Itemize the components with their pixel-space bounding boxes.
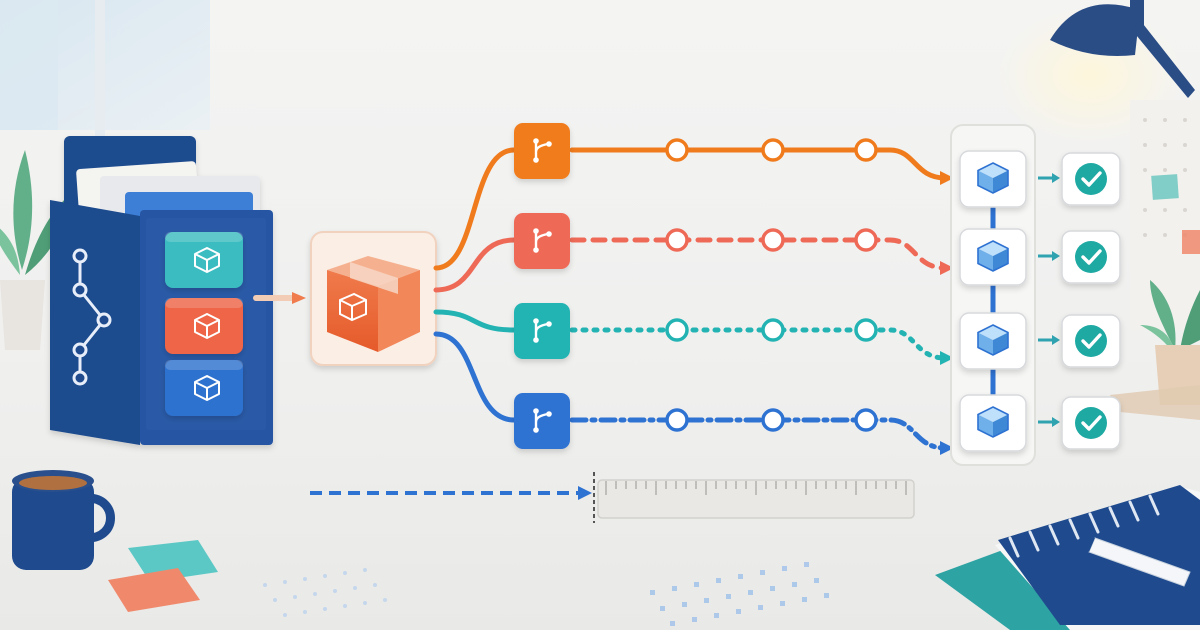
checkpoint-node [854, 318, 878, 342]
branch-pipeline-2 [433, 213, 954, 293]
cube-icon [977, 240, 1009, 272]
status-check-4 [1038, 396, 1121, 450]
status-check-2 [1038, 230, 1121, 284]
git-branch-icon [72, 248, 112, 386]
git-branch-icon [514, 393, 570, 449]
deployment-target-2 [959, 228, 1027, 286]
checkpoint-node [854, 408, 878, 432]
cube-icon [977, 162, 1009, 194]
check-icon [1075, 241, 1107, 273]
red-module [165, 298, 243, 354]
status-check-3 [1038, 314, 1121, 368]
dot-pattern-left [263, 568, 387, 617]
checkpoint-node [665, 138, 689, 162]
deployment-targets [959, 150, 1027, 452]
timeline [310, 472, 915, 523]
checkpoint-node [761, 228, 785, 252]
deployment-target-4 [959, 394, 1027, 452]
checkpoint-node [854, 228, 878, 252]
check-icon [1075, 325, 1107, 357]
branch-pipelines [433, 123, 954, 455]
checkpoint-node [665, 408, 689, 432]
folder-to-package-connector [253, 292, 306, 304]
checkpoint-node [665, 228, 689, 252]
package-node [310, 231, 437, 366]
branch-pipeline-4 [433, 331, 954, 455]
branch-line [569, 417, 948, 451]
branch-line [569, 147, 948, 181]
cube-icon [194, 313, 220, 339]
deployment-target-3 [959, 312, 1027, 370]
branch-line [569, 237, 948, 271]
git-branch-icon [514, 213, 570, 269]
ruler-icon [597, 479, 915, 519]
check-icon [1075, 407, 1107, 439]
check-icon [1075, 163, 1107, 195]
package-box-icon [327, 256, 420, 352]
git-branch-icon [514, 303, 570, 359]
status-check-1 [1038, 152, 1121, 206]
dot-pattern-right [650, 562, 829, 626]
cube-icon [194, 375, 220, 401]
deployment-target-1 [959, 150, 1027, 208]
cube-icon [977, 406, 1009, 438]
teal-module [165, 232, 243, 288]
plant-right [1110, 280, 1200, 420]
status-checks [1038, 152, 1121, 450]
sticky-notes [108, 540, 218, 612]
git-branch-icon [514, 123, 570, 179]
checkpoint-node [761, 138, 785, 162]
cube-icon [977, 324, 1009, 356]
checkpoint-node [761, 408, 785, 432]
branch-pipeline-1 [433, 123, 954, 271]
notebook [935, 485, 1200, 630]
branch-line [569, 327, 948, 361]
source-modules [165, 232, 243, 416]
window-pane [0, 0, 210, 140]
checkpoint-node [761, 318, 785, 342]
cube-icon [194, 247, 220, 273]
checkpoint-node [665, 318, 689, 342]
pen [1080, 537, 1191, 587]
branch-pipeline-3 [433, 303, 954, 365]
checkpoint-node [854, 138, 878, 162]
calendar-grid [1130, 100, 1200, 330]
blue-module [165, 360, 243, 416]
coffee-mug [12, 470, 115, 570]
